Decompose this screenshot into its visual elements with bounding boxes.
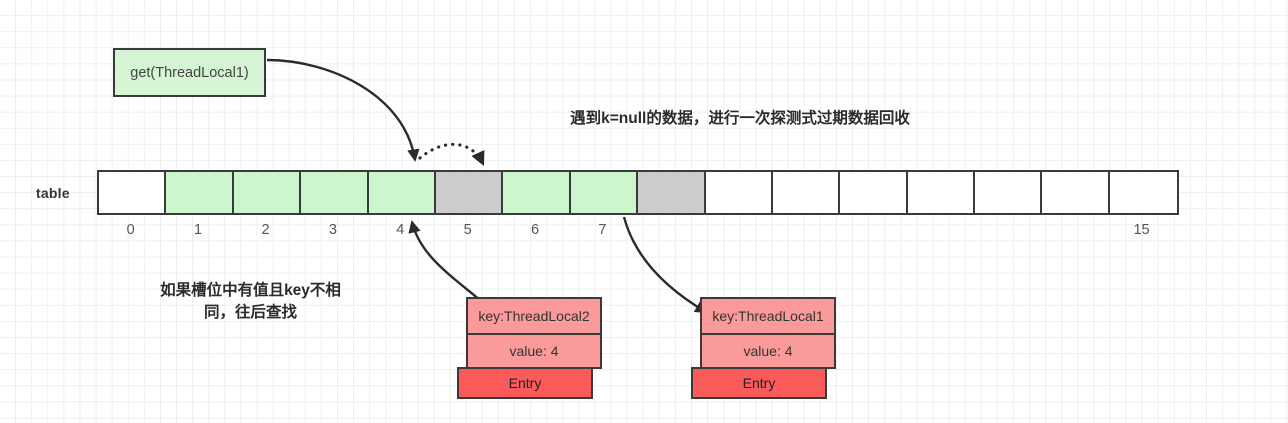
table-slot-6[interactable] [503,172,571,213]
annotation-linear-probe-line1: 如果槽位中有值且key不相 [160,282,341,299]
table-slot-8[interactable] [638,172,706,213]
index-label-5: 5 [463,222,472,238]
get-call-label: get(ThreadLocal1) [130,64,249,81]
table-slot-1[interactable] [166,172,234,213]
entry-threadlocal2-value: value: 4 [466,333,602,369]
table-slot-0[interactable] [99,172,167,213]
index-label-9 [704,219,771,241]
entry-threadlocal1-key: key:ThreadLocal1 [700,297,836,335]
index-label-6: 6 [531,222,540,238]
index-label-7: 7 [598,222,607,238]
index-label-13 [973,219,1040,241]
table-slot-15[interactable] [1109,172,1178,213]
entry-threadlocal2-tag: Entry [457,367,593,399]
entry-threadlocal1-tag: Entry [691,367,827,399]
table-slot-2[interactable] [233,172,302,213]
table-slot-10[interactable] [772,172,841,213]
entry-threadlocal2-key: key:ThreadLocal2 [466,297,602,335]
connector-entry2-to-slot4 [408,220,481,301]
table-slot-4[interactable] [368,172,436,213]
get-call-box[interactable]: get(ThreadLocal1) [113,48,266,97]
annotation-linear-probe: 如果槽位中有值且key不相 同，往后查找 [108,280,393,325]
table-slot-3[interactable] [301,172,369,213]
table-array [97,170,1180,215]
index-label-1: 1 [194,222,203,238]
connector-stale-scan [418,142,485,166]
entry-threadlocal1-value: value: 4 [700,333,836,369]
table-slot-11[interactable] [840,172,908,213]
table-slot-7[interactable] [570,172,639,213]
index-label-12 [906,219,973,241]
index-label-0: 0 [126,222,135,238]
index-label-3: 3 [328,222,337,238]
index-label-2: 2 [261,222,270,238]
index-label-8 [636,219,703,241]
table-label: table [36,185,70,201]
annotation-linear-probe-line2: 同，往后查找 [203,304,297,322]
table-index-row: 0 1 2 3 4 5 6 7 15 [97,219,1175,241]
table-slot-13[interactable] [975,172,1043,213]
table-slot-5[interactable] [435,172,504,213]
entry-threadlocal1: key:ThreadLocal1 value: 4 Entry [691,297,836,399]
index-label-4: 4 [396,222,405,238]
connector-get-to-slot4 [266,58,420,162]
annotation-stale-recycle: 遇到k=null的数据，进行一次探测式过期数据回收 [570,110,910,127]
index-label-14 [1040,219,1107,241]
connector-slot7-to-entry1 [622,216,708,314]
index-label-15: 15 [1133,222,1150,238]
table-slot-14[interactable] [1042,172,1110,213]
entry-threadlocal2: key:ThreadLocal2 value: 4 Entry [457,297,602,399]
table-slot-9[interactable] [705,172,773,213]
index-label-10 [771,219,838,241]
index-label-11 [838,219,905,241]
table-slot-12[interactable] [907,172,976,213]
